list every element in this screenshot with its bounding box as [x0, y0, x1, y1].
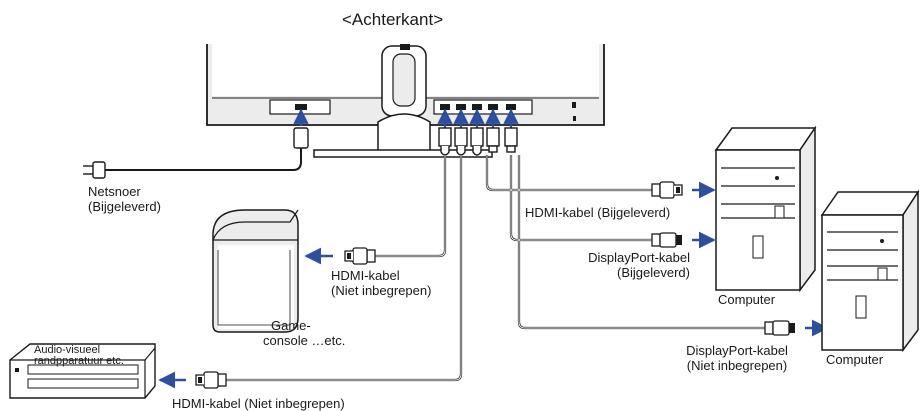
computer-tower-1: [714, 125, 817, 293]
hdmi-supplied-label: HDMI-kabel (Bijgeleverd): [525, 205, 671, 220]
port-plugs: [438, 127, 518, 156]
computer-tower-2: [820, 189, 920, 353]
game-console-label-line1: Game-: [271, 318, 311, 333]
displayport-supplied-line2: (Bijgeleverd): [617, 265, 690, 280]
hdmi-game-label-line2: (Niet inbegrepen): [331, 283, 432, 298]
direction-arrows: [158, 181, 829, 389]
game-console: [212, 209, 299, 333]
game-console-label: Game- console …etc.: [263, 318, 345, 348]
dp-plug-computer-2: [764, 320, 796, 336]
av-device-label-line1: Audio-visueel: [34, 344, 101, 356]
hdmi-av-label: HDMI-kabel (Niet inbegrepen): [172, 396, 345, 411]
diagram-title: <Achterkant>: [342, 10, 444, 29]
av-device: [9, 343, 156, 399]
displayport-not-included-line2: (Niet inbegrepen): [686, 358, 788, 373]
hdmi-plug-av: [195, 371, 227, 389]
displayport-not-included-line1: DisplayPort-kabel: [686, 343, 788, 358]
av-device-label-line2: randpparatuur etc.: [34, 355, 124, 367]
av-device-label: Audio-visueel randpparatuur etc.: [34, 345, 124, 367]
computer-1-label: Computer: [718, 292, 776, 307]
power-cord-label-line1: Netsnoer: [88, 184, 141, 199]
power-cord-label-line2: (Bijgeleverd): [88, 199, 161, 214]
power-plug: [83, 127, 309, 179]
insert-arrows: [293, 108, 519, 128]
hdmi-plug-game: [344, 247, 376, 265]
monitor-back: [206, 44, 605, 158]
displayport-supplied-line1: DisplayPort-kabel: [588, 250, 690, 265]
dp-plug-computer: [651, 232, 683, 248]
hdmi-game-label: HDMI-kabel (Niet inbegrepen): [331, 268, 431, 298]
computer-2-label: Computer: [826, 352, 884, 367]
game-console-label-line2: console …etc.: [263, 333, 346, 348]
hdmi-game-label-line1: HDMI-kabel: [331, 268, 400, 283]
hdmi-plug-computer: [651, 181, 683, 199]
displayport-supplied-label: DisplayPort-kabel (Bijgeleverd): [568, 250, 690, 280]
displayport-not-included-label: DisplayPort-kabel (Niet inbegrepen): [672, 343, 802, 373]
power-cord-label: Netsnoer (Bijgeleverd): [88, 184, 161, 214]
